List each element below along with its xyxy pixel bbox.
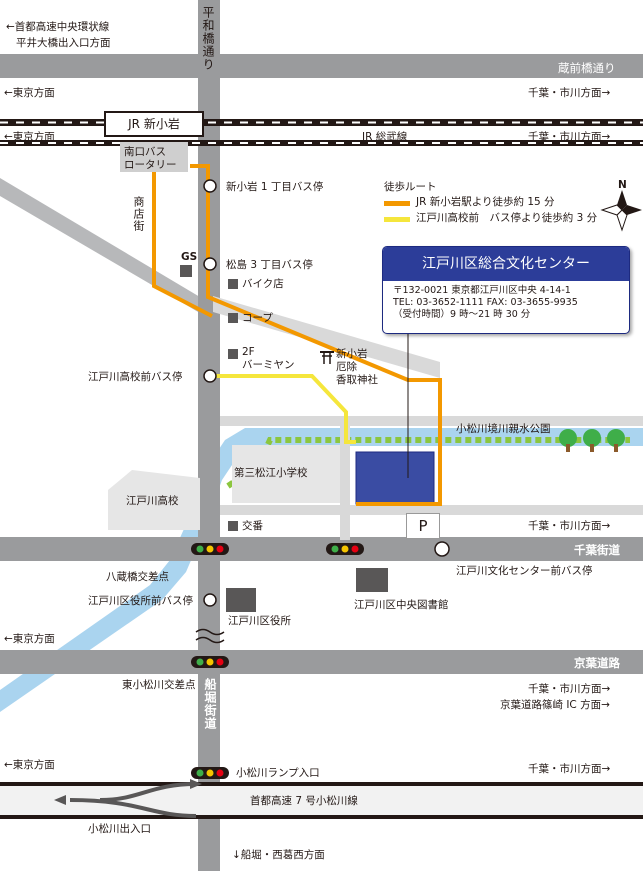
road-break-mark <box>195 628 225 644</box>
traffic-light-4 <box>191 767 229 779</box>
diagonal-street <box>213 296 440 378</box>
yakura-label: 八蔵橋交差点 <box>106 571 169 583</box>
park-label: 小松川境川親水公園 <box>456 423 551 435</box>
keiyo-doro-label: 京葉道路 <box>574 656 620 670</box>
bus-stop-edogawa-koko <box>203 369 217 383</box>
library-label: 江戸川区中央図書館 <box>354 599 449 611</box>
direction-tokyo-2: ←東京方面 <box>4 131 55 143</box>
school-block <box>232 445 340 503</box>
direction-chiba-2: 千葉・市川方面→ <box>528 131 611 143</box>
bottom-direction: ↓船堀・西葛西方面 <box>232 849 325 861</box>
top-left-road-2: 平井大橋出入口方面 <box>16 37 111 49</box>
legend-jr: JR 新小岩駅より徒歩約 15 分 <box>416 196 555 208</box>
koban-label: 交番 <box>242 520 263 532</box>
kuramae-road <box>0 54 643 78</box>
shrine-label: 新小岩 厄除 香取神社 <box>336 348 378 386</box>
info-address: 〒132-0021 東京都江戸川区中央 4-14-1 <box>393 285 571 296</box>
gs-block <box>180 265 192 277</box>
culture-center <box>355 451 435 505</box>
chiba-road <box>0 537 643 561</box>
heiwabashi-label: 平和橋通り <box>201 6 215 71</box>
kuramae-label: 蔵前橋通り <box>558 61 616 75</box>
route-bus <box>208 374 356 444</box>
bus-stop-matsushima-3 <box>203 257 217 271</box>
side-street-3 <box>340 420 350 540</box>
rotary-label: 南口バス ロータリー <box>124 146 177 171</box>
direction-keiyo-ic: 京葉道路篠崎 IC 方面→ <box>500 699 610 711</box>
bus-stop-center-mae <box>434 541 450 557</box>
info-box: 江戸川区総合文化センター 〒132-0021 東京都江戸川区中央 4-14-1 … <box>382 246 630 334</box>
direction-tokyo-4: ←東京方面 <box>4 759 55 771</box>
ramp-in-label: 小松川ランプ入口 <box>236 767 320 779</box>
ramp-exit-label: 小松川出入口 <box>88 823 151 835</box>
direction-chiba-3: 千葉・市川方面→ <box>528 520 611 532</box>
compass-icon <box>600 190 642 232</box>
coop-label: コープ <box>242 312 273 324</box>
legend-title: 徒歩ルート <box>384 181 437 193</box>
coop-block <box>228 313 238 323</box>
shrine-icon <box>320 351 334 364</box>
bike-shop-label: バイク店 <box>242 278 284 290</box>
stop-kuyakusho-mae: 江戸川区役所前バス停 <box>88 595 193 607</box>
bike-shop-block <box>228 279 238 289</box>
ward-office-label: 江戸川区役所 <box>228 615 291 627</box>
stop-shinkoiwa-1: 新小岩 1 丁目バス停 <box>226 181 324 193</box>
compass-label: N <box>618 179 627 191</box>
side-street-2 <box>220 505 643 515</box>
chiba-kaido-label: 千葉街道 <box>574 543 620 557</box>
shuto-road-top <box>0 782 643 786</box>
jr-station-label: JR 新小岩 <box>104 111 204 137</box>
gs-label: GS <box>181 251 198 263</box>
ramp-in-arrow <box>99 782 197 802</box>
route-jr-branch <box>152 172 213 318</box>
traffic-light-3 <box>191 656 229 668</box>
ramp-out-arrow <box>69 798 197 818</box>
high-school-block <box>108 470 200 530</box>
direction-tokyo-1: ←東京方面 <box>4 87 55 99</box>
koban-block <box>228 521 238 531</box>
school-label: 第三松江小学校 <box>234 467 308 479</box>
bus-stop-kuyakusho-mae <box>203 593 217 607</box>
side-street-1 <box>220 416 643 426</box>
direction-chiba-4: 千葉・市川方面→ <box>528 683 611 695</box>
legend-swatch-jr <box>384 201 410 206</box>
traffic-light-2 <box>326 543 364 555</box>
stop-matsushima-3: 松島 3 丁目バス停 <box>226 259 313 271</box>
legend-swatch-bus <box>384 217 410 222</box>
info-title: 江戸川区総合文化センター <box>383 247 629 281</box>
info-tel: TEL: 03-3652-1111 FAX: 03-3655-9935 <box>393 297 578 308</box>
higashi-komatsugawa-label: 東小松川交差点 <box>122 679 196 691</box>
legend-bus: 江戸川高校前 バス停より徒歩約 3 分 <box>416 212 598 224</box>
shuto7-label: 首都高速 7 号小松川線 <box>250 795 358 807</box>
stop-edogawa-koko: 江戸川高校前バス停 <box>88 371 183 383</box>
direction-chiba-5: 千葉・市川方面→ <box>528 763 611 775</box>
high-school-label: 江戸川高校 <box>126 495 179 507</box>
stop-center-mae: 江戸川文化センター前バス停 <box>456 565 593 577</box>
direction-tokyo-3: ←東京方面 <box>4 633 55 645</box>
info-hours: （受付時間）9 時〜21 時 30 分 <box>393 309 531 320</box>
shuto-road-bottom <box>0 815 643 819</box>
parking-label: P <box>406 513 440 539</box>
baamiyan-label: 2F バーミヤン <box>242 346 295 371</box>
direction-chiba-1: 千葉・市川方面→ <box>528 87 611 99</box>
library-block <box>356 568 388 592</box>
top-left-road-1: ←首都高速中央環状線 <box>6 21 110 33</box>
rotary-block <box>120 142 188 172</box>
shotengai-label: 商店街 <box>132 196 145 232</box>
bus-stop-shinkoiwa-1 <box>203 179 217 193</box>
trees-icon <box>559 429 625 452</box>
traffic-light-1 <box>191 543 229 555</box>
baamiyan-block <box>228 349 238 359</box>
jr-line-label: JR 総武線 <box>362 131 408 143</box>
funabori-label: 船堀街道 <box>203 678 217 730</box>
ward-office-block <box>226 588 256 612</box>
keiyo-road <box>0 650 643 674</box>
